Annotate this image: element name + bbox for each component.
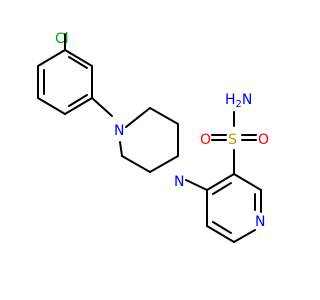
structure-canvas: Cl N N N S O O H2N <box>37 31 269 243</box>
piperazine-n-bottom-label: N <box>174 174 184 190</box>
aryl-n-bond <box>91 97 113 117</box>
molecule-drawing: Cl N N N S O O H2N <box>37 31 269 243</box>
pyridine-ring <box>206 173 262 243</box>
piperazine-pyridine-bond <box>185 179 208 191</box>
oxygen-right-label: O <box>258 132 269 148</box>
amine-n-label: H2N <box>225 92 252 110</box>
sulfonamide-group <box>211 111 257 175</box>
amine-h-label: H <box>225 92 236 108</box>
sulfur-label: S <box>228 132 237 148</box>
piperazine-n-top-label: N <box>114 123 124 139</box>
oxygen-left-label: O <box>200 132 211 148</box>
chlorine-label: Cl <box>55 31 69 47</box>
amine-subscript: 2 <box>236 99 242 110</box>
pyridine-n-label: N <box>255 214 265 230</box>
chlorophenyl-ring <box>37 49 93 115</box>
amine-n-text: N <box>242 92 252 108</box>
piperazine-ring <box>119 107 179 173</box>
